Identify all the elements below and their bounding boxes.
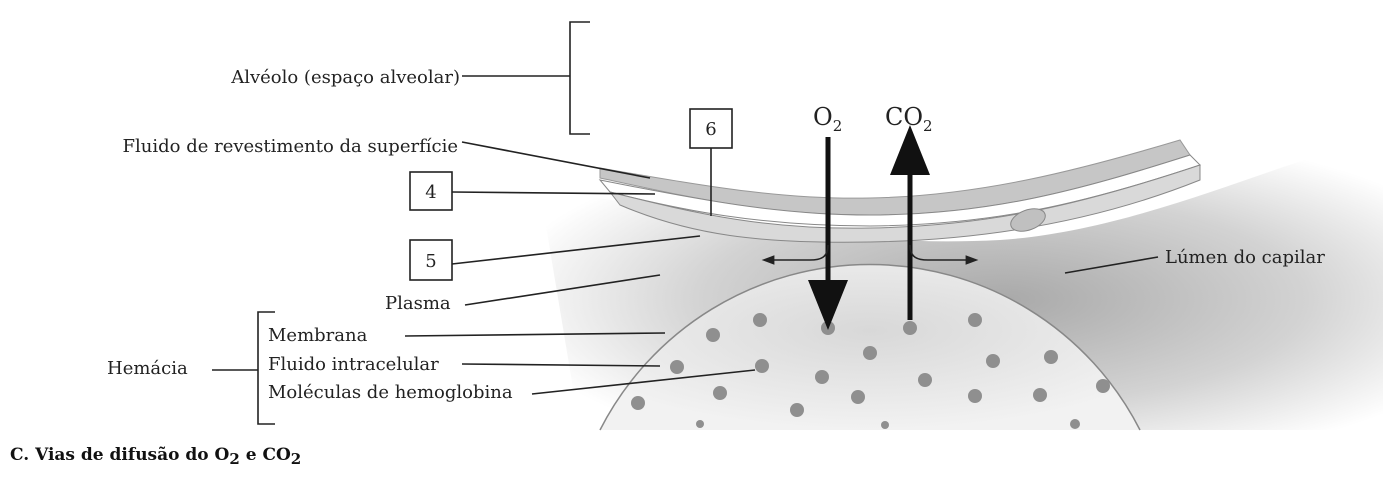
intracellular-fluid-label: Fluido intracelular bbox=[268, 354, 439, 375]
plasma-label: Plasma bbox=[385, 293, 451, 314]
red-cell-bracket bbox=[212, 311, 275, 425]
membrane-label: Membrana bbox=[268, 325, 368, 346]
label-box-4 bbox=[409, 171, 453, 211]
hemoglobin-leader bbox=[531, 369, 756, 395]
o2-label: O2 bbox=[813, 103, 842, 135]
plasma-leader bbox=[464, 274, 661, 306]
label-box-6-text: 6 bbox=[705, 119, 716, 140]
surface-fluid-label: Fluido de revestimento da superfície bbox=[123, 136, 458, 157]
red-cell-membrane-outline bbox=[599, 263, 1141, 431]
co2-plasma-arrow bbox=[909, 244, 979, 265]
label-box-6 bbox=[689, 108, 733, 149]
surface-fluid-leader bbox=[461, 141, 651, 179]
intracellular-fluid-leader bbox=[461, 363, 661, 367]
label-box-5-text: 5 bbox=[425, 251, 436, 272]
o2-plasma-arrow bbox=[761, 244, 829, 265]
label-box-5 bbox=[409, 239, 453, 281]
co2-label: CO2 bbox=[885, 103, 933, 135]
alveolus-bracket bbox=[462, 21, 590, 135]
hemoglobin-molecules bbox=[631, 313, 1110, 429]
hemoglobin-label: Moléculas de hemoglobina bbox=[268, 382, 513, 403]
box-5-leader bbox=[451, 235, 701, 265]
box-4-leader bbox=[451, 191, 656, 195]
alveolar-capillary-membrane bbox=[598, 139, 1201, 243]
alveolus-label: Alvéolo (espaço alveolar) bbox=[230, 67, 460, 88]
label-box-4-text: 4 bbox=[425, 182, 436, 203]
membrane-leader bbox=[404, 332, 666, 337]
figure-caption: C. Vias de difusão do O2 e CO2 bbox=[10, 445, 301, 468]
capillary-lumen-label: Lúmen do capilar bbox=[1165, 247, 1325, 268]
capillary-lumen-leader bbox=[1064, 256, 1159, 274]
red-cell-label: Hemácia bbox=[107, 358, 188, 379]
